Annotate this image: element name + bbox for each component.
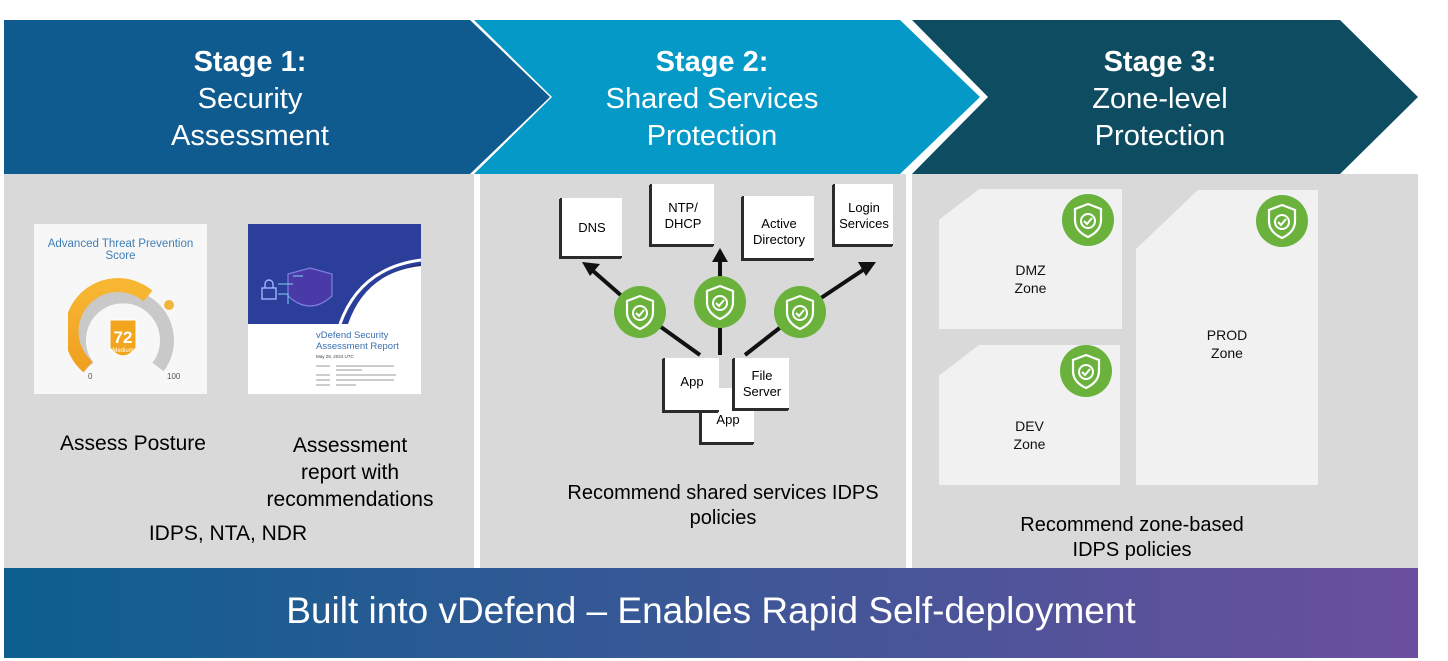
lock-icon [261, 279, 277, 300]
report-title-line2: Assessment Report [316, 341, 399, 352]
shield-check-icon [1256, 195, 1308, 247]
stage2-chevron [474, 20, 980, 174]
service-ntp-label: NTP/ [668, 200, 698, 215]
report-title: vDefend Security Assessment Report [316, 330, 399, 352]
shield-check-icon [614, 286, 666, 338]
report-label: Assessment report with recommendations [238, 432, 462, 513]
score-card-title: Advanced Threat Prevention Score [47, 238, 194, 262]
shield-check-icon [694, 276, 746, 328]
service-box-active-directory: Active Directory [742, 196, 814, 260]
report-title-line1: vDefend Security [316, 330, 389, 341]
shield-check-icon [774, 286, 826, 338]
shield-check-icon [1062, 194, 1114, 246]
arrow-icon [858, 262, 876, 276]
shield-check-icon [1060, 345, 1112, 397]
stage2-title: Stage 2: Shared Services Protection [522, 44, 902, 155]
stage1-number: Stage 1: [193, 46, 307, 78]
zone-dmz-line1: DMZ [1015, 262, 1046, 278]
server-label: Server [742, 384, 782, 399]
file-server-box: File Server [733, 358, 789, 410]
stage2-caption-line1: Recommend shared services IDPS [567, 482, 879, 504]
arrow-icon [582, 262, 600, 276]
service-services-label: Services [839, 216, 889, 231]
capabilities-label: IDPS, NTA, NDR [148, 522, 308, 545]
report-label-line1: Assessment [292, 434, 408, 457]
service-dns-label: DNS [578, 220, 606, 235]
service-active-label: Active [761, 216, 797, 231]
stage2-line2: Protection [646, 120, 778, 152]
gauge-icon [68, 278, 174, 373]
report-date: May 28, 2024 UTC [316, 354, 354, 359]
stage1-line2: Assessment [171, 120, 329, 152]
banner-background [4, 568, 1418, 658]
stage2-caption-line2: policies [689, 507, 757, 529]
file-label: File [751, 368, 773, 383]
service-box-login-services: Login Services [833, 184, 893, 246]
stage3-line2: Protection [1094, 120, 1226, 152]
stage3-chevron [912, 20, 1418, 174]
score-max: 100 [167, 372, 181, 381]
stage3-line1: Zone-level [1092, 83, 1228, 115]
service-login-label: Login [848, 200, 880, 215]
assess-posture-label: Assess Posture [60, 432, 206, 455]
app-back-label: App [716, 412, 740, 427]
stage1-line1: Security [197, 83, 303, 115]
zone-dev-line1: DEV [1015, 418, 1044, 434]
assessment-report-thumbnail: vDefend Security Assessment Report May 2… [248, 224, 421, 394]
service-dhcp-label: DHCP [664, 216, 702, 231]
report-metadata-lines [316, 365, 396, 386]
stage2-caption: Recommend shared services IDPS policies [530, 481, 916, 531]
zone-dmz-line2: Zone [1014, 280, 1047, 296]
service-directory-label: Directory [752, 232, 805, 247]
report-cover-art [248, 224, 421, 334]
score-value: 72 [113, 328, 133, 347]
stage2-number: Stage 2: [655, 46, 769, 78]
arrow-icon [712, 248, 728, 262]
service-box-dns: DNS [560, 198, 622, 258]
report-label-line2: report with [300, 461, 400, 484]
stage1-title: Stage 1: Security Assessment [60, 44, 440, 155]
stage3-caption-line2: IDPS policies [1072, 539, 1192, 561]
app-box-front: App [663, 358, 719, 412]
stage3-title: Stage 3: Zone-level Protection [970, 44, 1350, 155]
banner-text: Built into vDefend – Enables Rapid Self-… [286, 590, 1136, 631]
service-box-ntp-dhcp: NTP/ DHCP [650, 184, 714, 246]
stage3-caption-line1: Recommend zone-based [1020, 514, 1244, 536]
zone-prod-line2: Zone [1211, 345, 1243, 361]
stage1-chevron [4, 20, 550, 174]
score-level: Medium [112, 348, 134, 354]
zone-dev-line2: Zone [1013, 436, 1046, 452]
app-front-label: App [680, 374, 704, 389]
score-min: 0 [88, 372, 93, 381]
stage2-line1: Shared Services [605, 83, 819, 115]
zone-prod-line1: PROD [1206, 327, 1248, 343]
stage3-caption: Recommend zone-based IDPS policies [960, 513, 1304, 563]
report-label-line3: recommendations [266, 488, 434, 511]
threat-score-card: Advanced Threat Prevention Score 72 Medi… [34, 224, 207, 394]
stage3-number: Stage 3: [1103, 46, 1217, 78]
